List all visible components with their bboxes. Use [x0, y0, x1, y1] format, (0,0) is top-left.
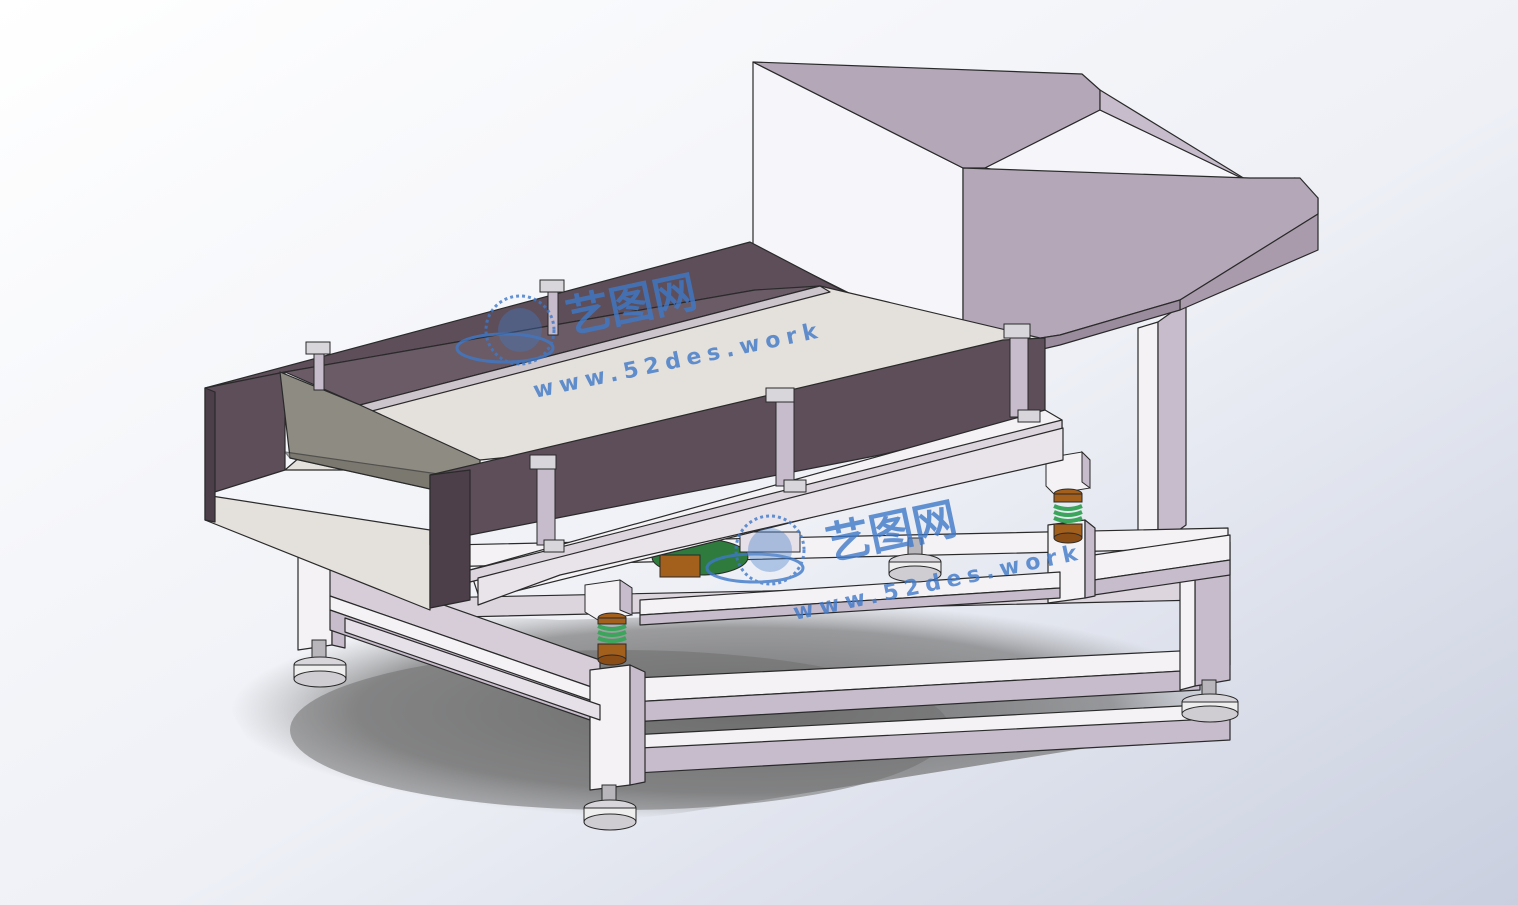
foot-front-right [1181, 679, 1239, 723]
bracket-front-2 [765, 387, 807, 493]
vibrating-trough [204, 241, 1064, 611]
watermark-globe-icon [455, 294, 556, 366]
spring-back [1045, 450, 1091, 544]
support-frame [297, 301, 1231, 791]
clamp-brackets [305, 279, 1041, 553]
watermark-globe-icon [705, 514, 806, 586]
foot-left [293, 639, 347, 688]
hopper-support-leg [1137, 321, 1159, 551]
spring-front [584, 579, 633, 666]
bracket-front-1 [529, 454, 565, 553]
bracket-back-2 [539, 279, 565, 336]
spring-mounts [584, 450, 1091, 666]
foot-back [888, 537, 942, 583]
feed-hopper [752, 61, 1319, 361]
front-left-leg [589, 664, 631, 791]
bracket-back-1 [305, 341, 331, 391]
bracket-front-3 [1003, 323, 1041, 423]
leveling-feet [293, 537, 1239, 831]
foot-front-left [583, 784, 637, 831]
